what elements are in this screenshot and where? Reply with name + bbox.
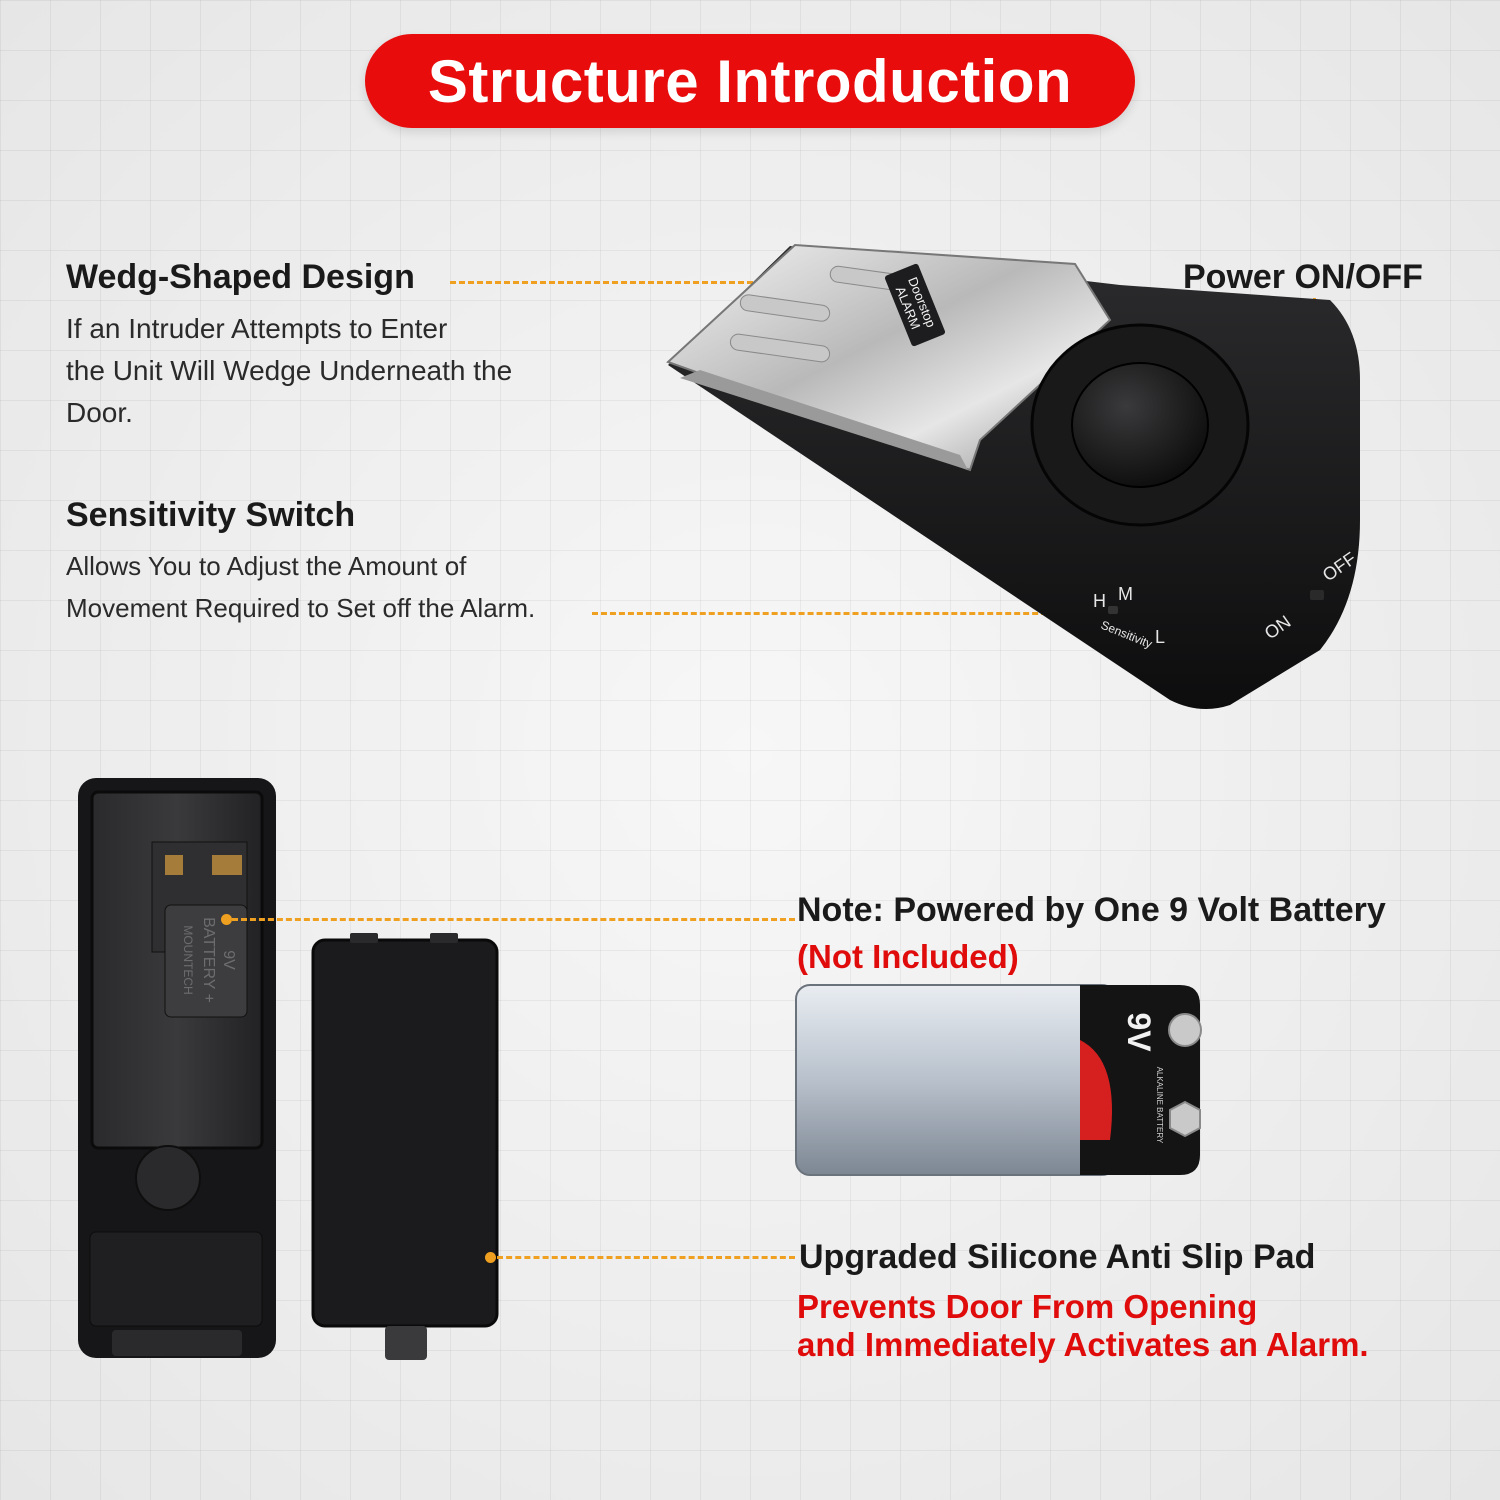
wedge-heading: Wedg-Shaped Design (66, 258, 415, 296)
sensitivity-line-2: Movement Required to Set off the Alarm. (66, 593, 536, 623)
plate-label-line-1: Doorstop (905, 275, 939, 330)
switch-caption: Sensitivity (1099, 618, 1154, 651)
battery-contact (212, 855, 242, 875)
pad-heading: Upgraded Silicone Anti Slip Pad (799, 1238, 1316, 1276)
compartment-pad (89, 1231, 263, 1327)
battery-label-band (1080, 985, 1200, 1175)
battery-terminal-negative (1169, 1100, 1201, 1138)
wedge-callout-line (450, 281, 870, 284)
power-callout-line (1313, 298, 1316, 582)
battery-red-stripe (1080, 1040, 1112, 1140)
battery-alkaline-text: ALKALINE BATTERY (1155, 1067, 1164, 1144)
compartment-case (78, 778, 276, 1358)
battery-casing (795, 984, 1117, 1176)
steel-plate (666, 243, 1112, 472)
plate-slot (729, 333, 831, 363)
battery-callout-line (232, 918, 795, 921)
pad-line-1: Prevents Door From Opening (797, 1288, 1258, 1325)
wedge-callout-dot (866, 276, 877, 287)
wedge-line-2: the Unit Will Wedge Underneath the (66, 355, 513, 386)
pad-callout-dot (485, 1252, 496, 1263)
power-heading: Power ON/OFF (1183, 258, 1423, 296)
pad-cover-latch (385, 1326, 427, 1360)
pad-line-2: and Immediately Activates an Alarm. (797, 1326, 1369, 1363)
plate-label: Doorstop ALARM (884, 263, 946, 347)
wedge-description: If an Intruder Attempts to Enter the Uni… (66, 308, 512, 434)
battery-note-heading: Note: Powered by One 9 Volt Battery (797, 891, 1386, 929)
wedge-body (668, 246, 1360, 709)
switch-high-label: H (1093, 591, 1106, 611)
power-off-label: OFF (1319, 548, 1360, 585)
battery-label-big: 9V (1121, 1012, 1157, 1052)
sensitivity-heading: Sensitivity Switch (66, 496, 356, 534)
compartment-label-line-2: BATTERY + (200, 917, 217, 1003)
sensitivity-callout-line (592, 612, 1110, 615)
pad-callout-line (497, 1256, 795, 1259)
steel-plate-edge (680, 370, 968, 470)
compartment-embossed-label (164, 904, 248, 1018)
pad-cover-body (311, 938, 499, 1328)
sensitivity-description: Allows You to Adjust the Amount of Movem… (66, 545, 535, 629)
pad-cover-tab (350, 933, 378, 943)
plate-label-line-2: ALARM (893, 284, 924, 331)
power-on-label: ON (1261, 611, 1295, 643)
battery-note-subtext: (Not Included) (797, 938, 1019, 975)
switch-low-label: L (1155, 627, 1165, 647)
siren-housing (1030, 323, 1250, 527)
compartment-bottom-tab (112, 1330, 242, 1356)
pad-description: Prevents Door From Opening and Immediate… (797, 1288, 1369, 1364)
power-switch (1310, 590, 1324, 600)
battery-terminal-positive (1168, 1013, 1202, 1047)
compartment-label-text: 9V BATTERY + MOUNTECH (181, 917, 237, 1003)
siren-button (1071, 362, 1209, 488)
wedge-line-3: Door. (66, 397, 133, 428)
plate-slot (829, 265, 901, 291)
compartment-well (90, 790, 264, 1150)
battery-contact (165, 855, 183, 875)
plate-slot (739, 294, 831, 322)
battery-callout-dot (221, 914, 232, 925)
sensitivity-line-1: Allows You to Adjust the Amount of (66, 551, 467, 581)
title-banner: Structure Introduction (365, 34, 1135, 128)
wedge-line-1: If an Intruder Attempts to Enter (66, 313, 448, 344)
pad-cover-tab (430, 933, 458, 943)
compartment-label-line-3: MOUNTECH (181, 925, 195, 994)
compartment-label-line-1: 9V (220, 950, 237, 970)
battery-clip (151, 841, 248, 953)
power-callout-dot (1308, 578, 1319, 589)
page-title: Structure Introduction (427, 47, 1073, 115)
battery-9v-text: 9V (1121, 1012, 1157, 1052)
switch-mid-label: M (1118, 584, 1133, 604)
compartment-knob (135, 1145, 201, 1211)
battery-label-small: ALKALINE BATTERY (1155, 1067, 1164, 1144)
